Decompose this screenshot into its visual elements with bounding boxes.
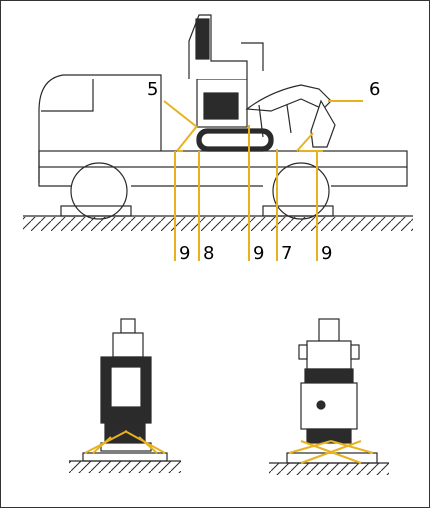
- tie-down-straps-side: [163, 100, 363, 152]
- callout-9-a: 9: [179, 243, 191, 264]
- callout-8: 8: [203, 243, 215, 264]
- excavator-rear-view: [269, 318, 389, 475]
- tie-down-straps-rear: [288, 440, 374, 464]
- callout-leaders: [174, 125, 318, 261]
- callout-7: 7: [281, 243, 293, 264]
- excavator-side-diagram: [188, 14, 336, 152]
- callout-6: 6: [369, 79, 381, 100]
- callout-9-c: 9: [321, 243, 333, 264]
- tie-down-straps-front: [84, 430, 166, 454]
- callout-5: 5: [147, 79, 159, 100]
- truck-side-diagram: [23, 74, 413, 231]
- excavator-front-view: [69, 318, 181, 473]
- callout-9-b: 9: [253, 243, 265, 264]
